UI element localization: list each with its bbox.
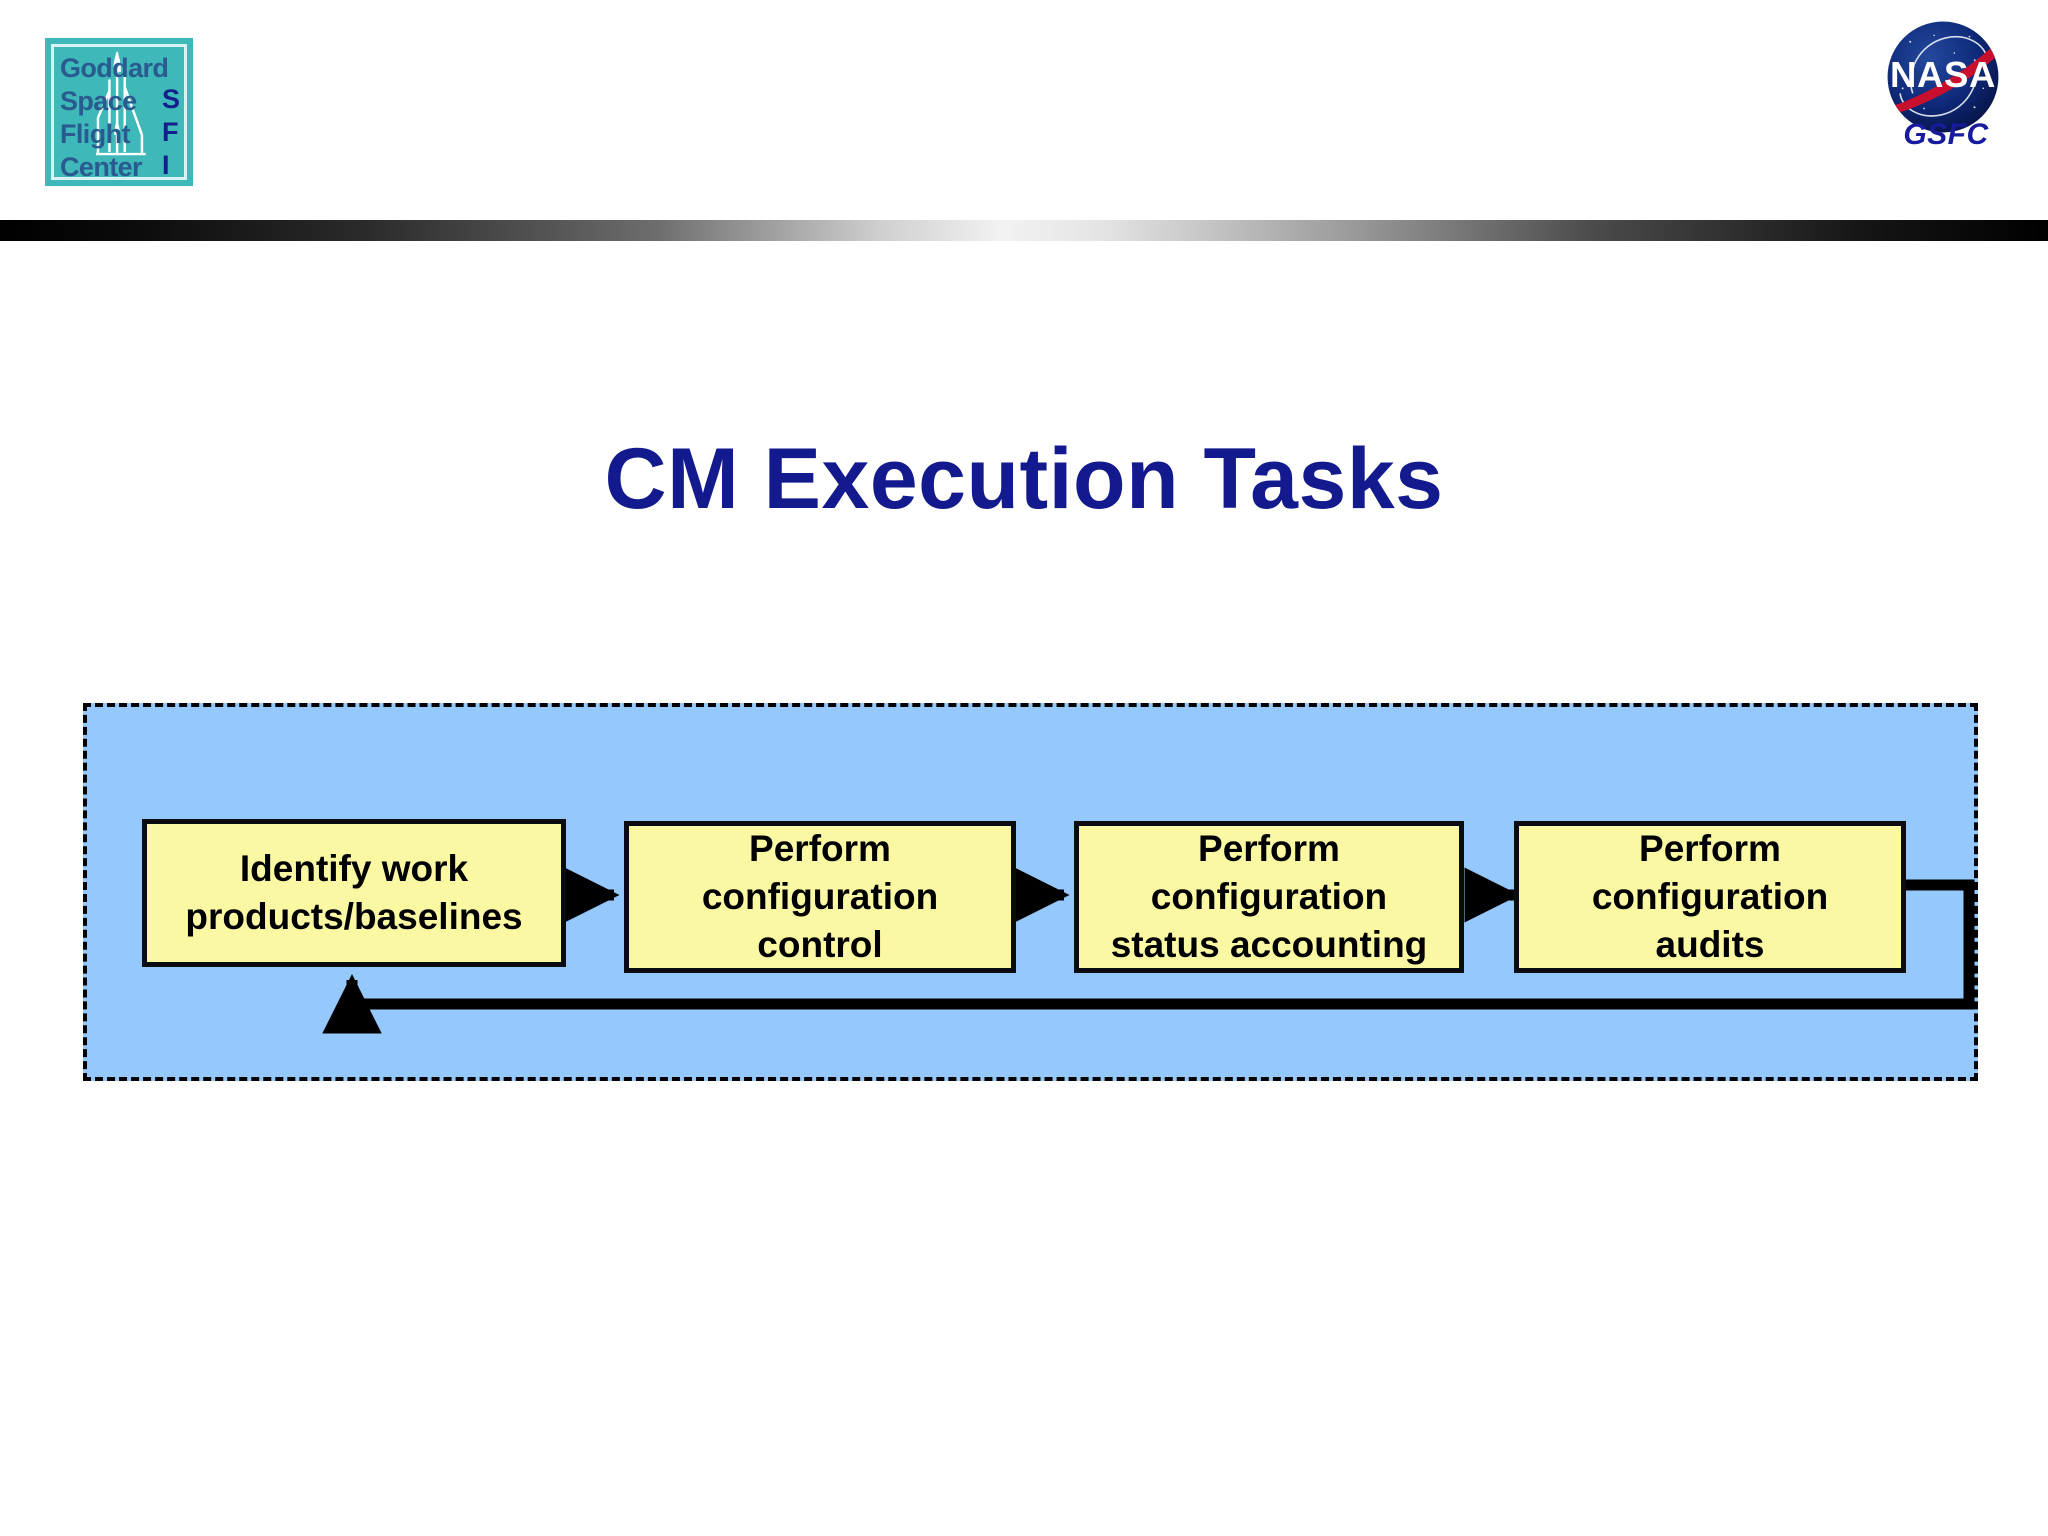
nasa-meatball-icon: NASA [1887, 21, 1999, 133]
nasa-logo-block: NASA GSFC [1866, 14, 2026, 174]
gsfc-logo-label: Goddard Space Flight Center [60, 53, 169, 180]
feedback-loop-arrow [322, 879, 1975, 1034]
flow-connectors [322, 867, 1975, 1034]
nasa-center-caption: GSFC [1903, 118, 1989, 151]
goddard-space-flight-center-logo: Goddard Space Flight Center S F I [45, 38, 193, 186]
page-title: CM Execution Tasks [604, 431, 1444, 527]
gsfc-rocket-gantry-icon [96, 50, 146, 156]
task-box-perform-configuration-audits[interactable]: Perform configuration audits [1514, 821, 1906, 973]
cm-execution-tasks-flow-diagram: Identify work products/baselines Perform… [83, 703, 1978, 1081]
task-box-perform-configuration-control[interactable]: Perform configuration control [624, 821, 1016, 973]
gsfc-logo-label-secondary: S F I [162, 84, 181, 180]
task-box-identify-work-products[interactable]: Identify work products/baselines [142, 819, 566, 967]
svg-text:NASA: NASA [1890, 54, 1996, 95]
gsfc-logo-frame: Goddard Space Flight Center S F I [51, 44, 187, 180]
header-divider-rule [0, 220, 2048, 241]
task-box-perform-configuration-status-accounting[interactable]: Perform configuration status accounting [1074, 821, 1464, 973]
slide-header: Goddard Space Flight Center S F I [0, 0, 2048, 241]
